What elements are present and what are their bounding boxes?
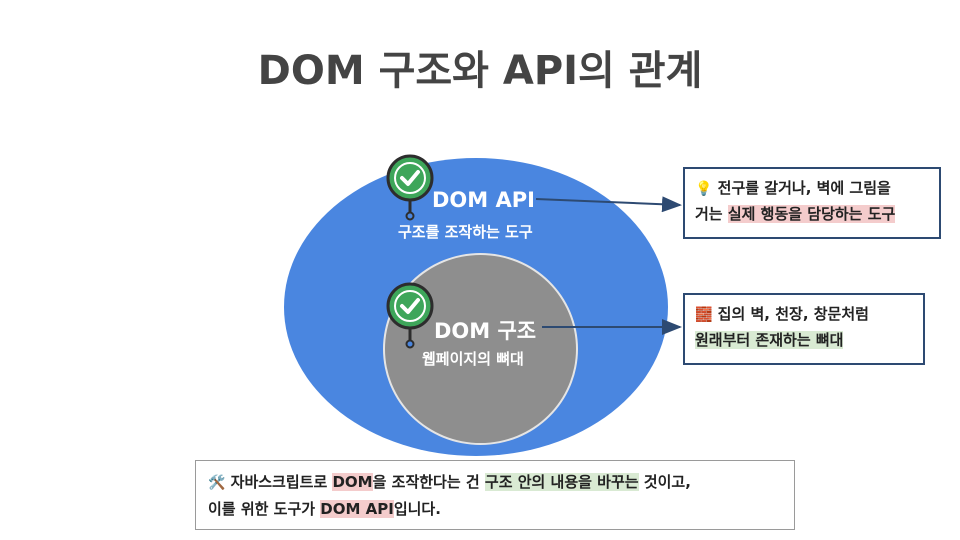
brick-icon: 🧱 [695,307,713,323]
page-title: DOM 구조와 API의 관계 [257,48,703,94]
check-badge-icon [386,282,434,349]
structure-callout-highlight: 원래부터 존재하는 뼈대 [695,331,844,349]
dom-api-sublabel: 구조를 조작하는 도구 [398,223,533,241]
api-callout-line1: 전구를 갈거나, 벽에 그림을 [717,179,891,197]
check-badge-icon [386,154,434,221]
tools-icon: 🛠️ [208,475,226,491]
summary-text: 이를 위한 도구가 [208,500,321,518]
summary-text: 입니다. [393,500,441,518]
api-callout-line2: 거는 [695,205,728,223]
lightbulb-icon: 💡 [695,181,713,197]
dom-structure-label: DOM 구조 [434,319,537,343]
summary-highlight-structure: 구조 안의 내용을 바꾸는 [484,473,639,491]
dom-structure-sublabel: 웹페이지의 뼈대 [422,350,524,368]
summary-highlight-api: DOM API [320,500,394,518]
api-callout-highlight: 실제 행동을 담당하는 도구 [727,205,896,223]
dom-api-label: DOM API [432,188,535,212]
structure-callout-line1: 집의 벽, 천장, 창문처럼 [717,305,869,323]
summary-text: 것이고, [638,473,691,491]
summary-box: 🛠️ 자바스크립트로 DOM을 조작한다는 건 구조 안의 내용을 바꾸는 것이… [195,460,795,530]
summary-text: 자바스크립트로 [225,473,333,491]
structure-callout: 🧱 집의 벽, 천장, 창문처럼 원래부터 존재하는 뼈대 [683,293,925,365]
summary-highlight-dom: DOM [332,473,373,491]
api-callout: 💡 전구를 갈거나, 벽에 그림을 거는 실제 행동을 담당하는 도구 [683,167,941,239]
summary-text: 을 조작한다는 건 [372,473,485,491]
